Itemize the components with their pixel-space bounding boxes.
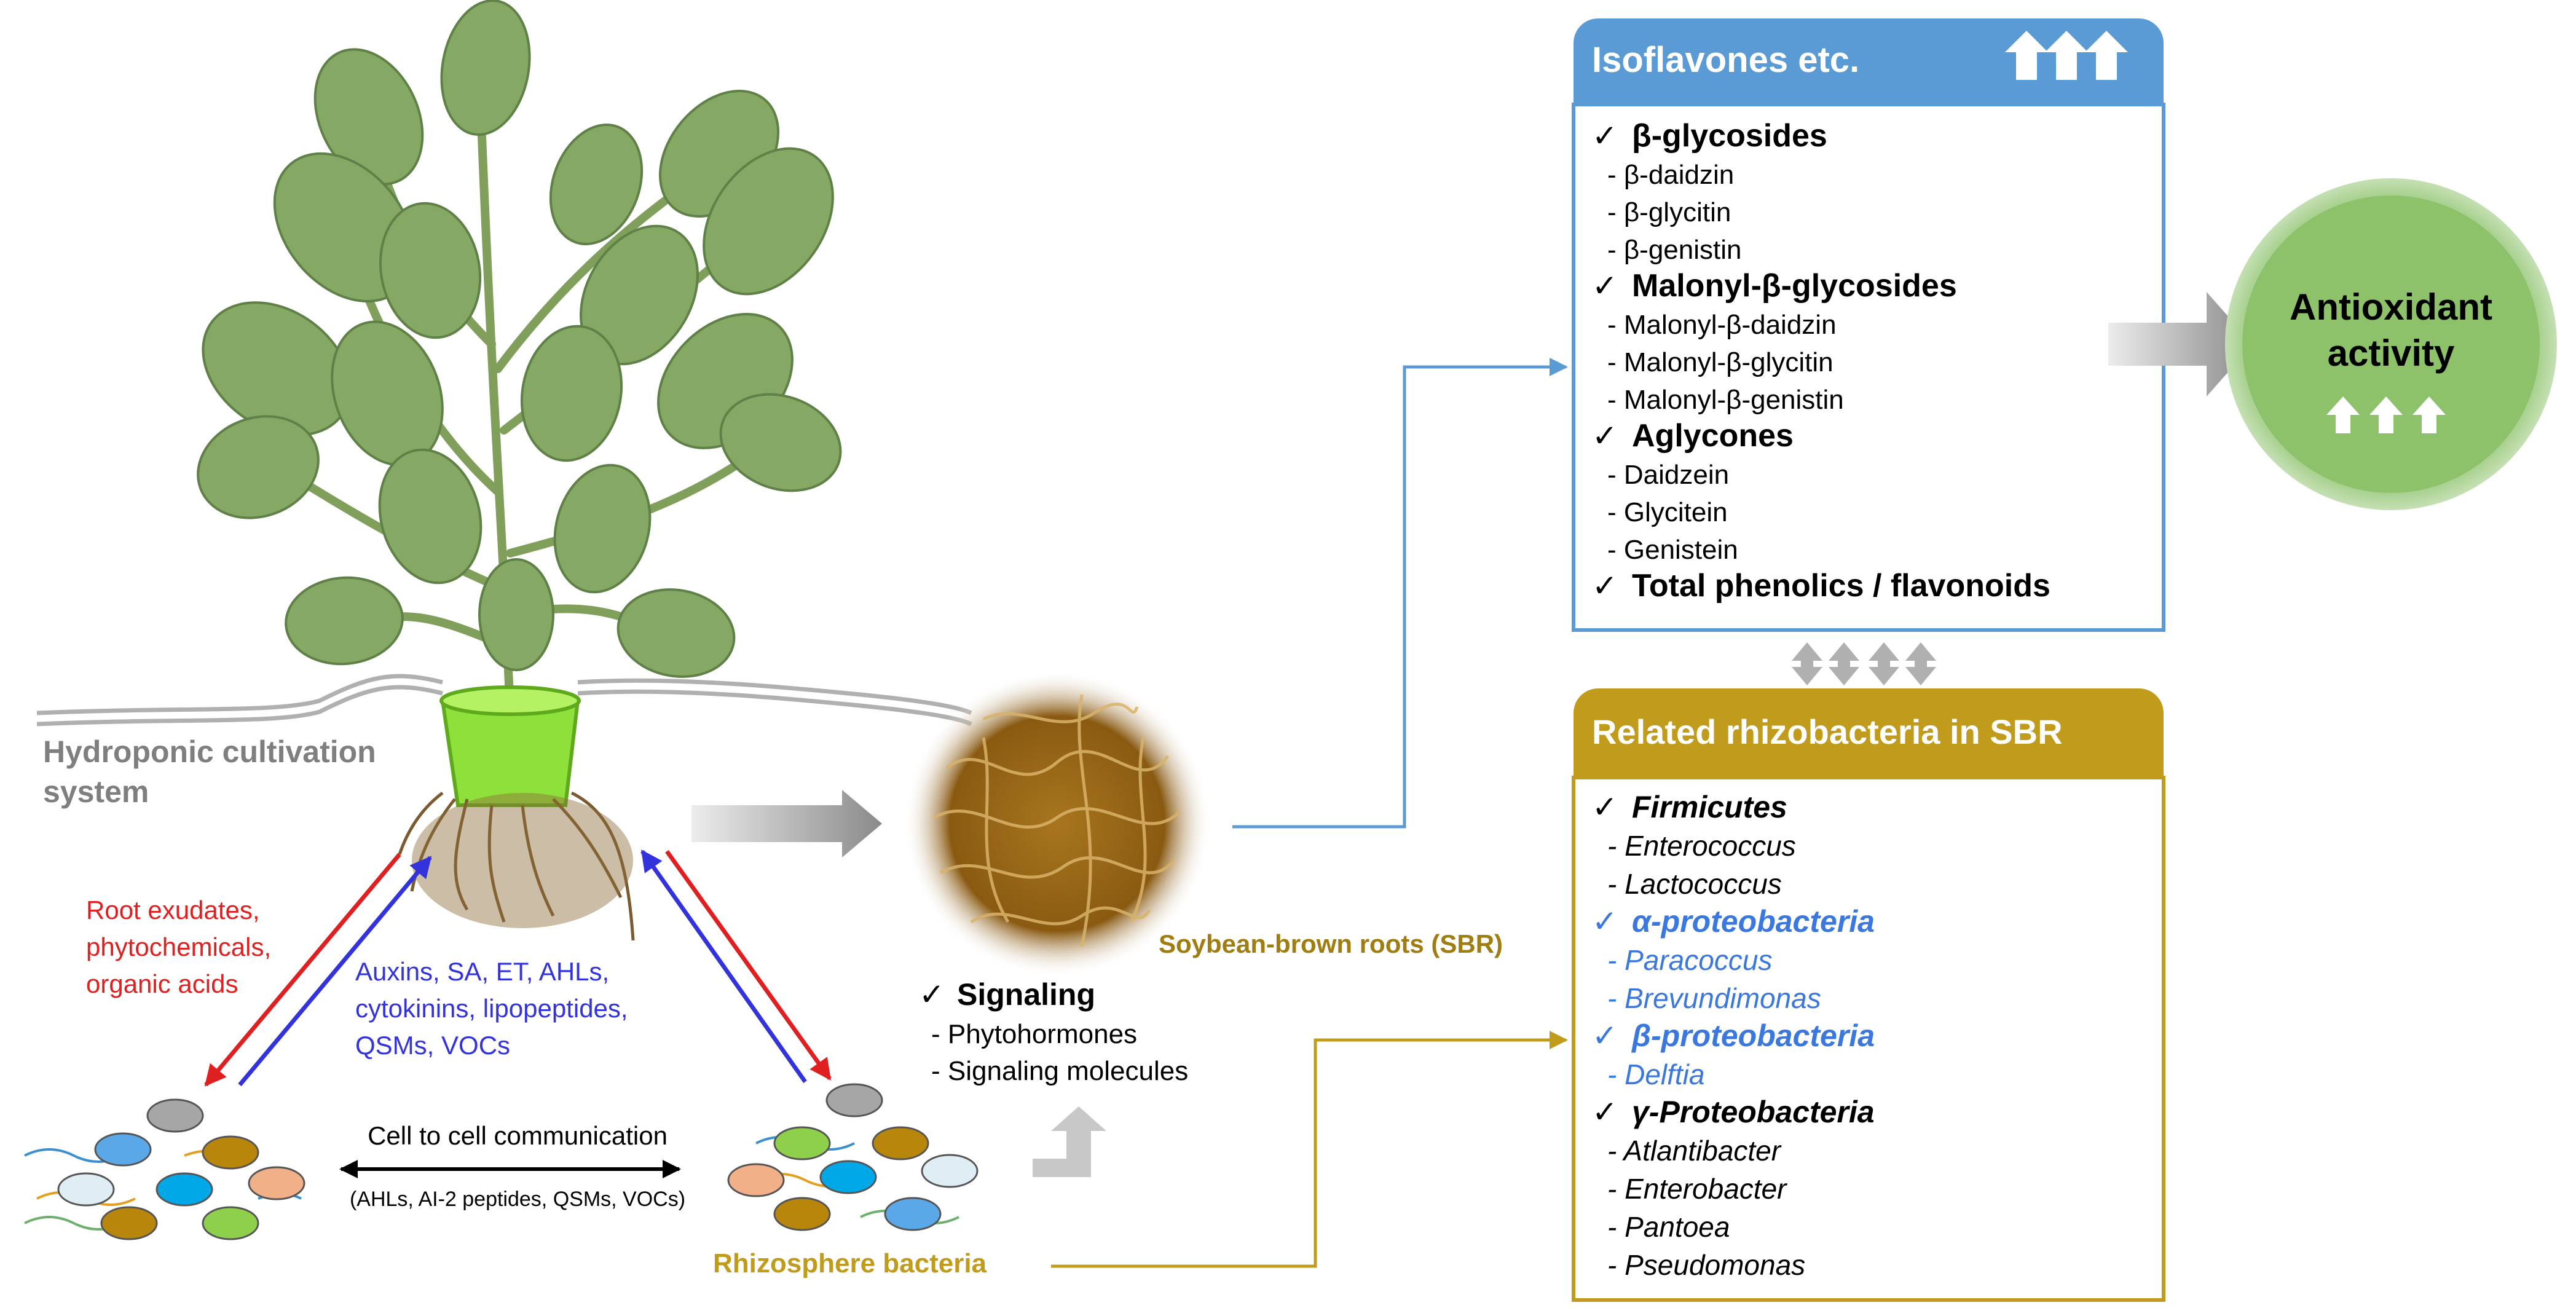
cell-communication-label: Cell to cell communication bbox=[368, 1121, 668, 1150]
isoflavone-item: - Malonyl-β-glycitin bbox=[1607, 347, 1834, 377]
isoflavone-group-title: Aglycones bbox=[1632, 418, 1794, 454]
bacteria-genus-item: - Enterococcus bbox=[1607, 830, 1796, 862]
root-exudates-arrow bbox=[204, 853, 401, 1087]
isoflavones-header: Isoflavones etc. bbox=[1592, 40, 1859, 80]
isoflavone-item: - Genistein bbox=[1607, 535, 1738, 565]
bacteria-to-rhizobacteria-connector bbox=[1051, 1031, 1568, 1268]
soybean-brown-roots-image bbox=[904, 670, 1211, 977]
bacteria-genus-item: - Brevundimonas bbox=[1607, 982, 1821, 1014]
bacteria-to-signaling-arrow bbox=[1033, 1106, 1106, 1177]
bidirectional-arrows-icon bbox=[1792, 642, 1936, 685]
isoflavone-item: - Glycitein bbox=[1607, 497, 1728, 527]
rhizosphere-bacteria-label: Rhizosphere bacteria bbox=[713, 1248, 987, 1279]
bacteria-cluster-left bbox=[24, 1098, 305, 1240]
signaling-item: - Signaling molecules bbox=[931, 1056, 1188, 1086]
bacterial-signals-label: Auxins, SA, ET, AHLs, bbox=[355, 957, 609, 986]
bacteria-genus-item: - Delftia bbox=[1607, 1058, 1704, 1090]
signaling-check: ✓ bbox=[919, 977, 945, 1012]
check-icon: ✓ bbox=[1592, 1095, 1618, 1129]
check-icon: ✓ bbox=[1592, 904, 1618, 939]
bacteria-group-title: γ-Proteobacteria bbox=[1632, 1095, 1875, 1129]
isoflavones-panel: Isoflavones etc. ✓ β-glycosides - β-daidzi… bbox=[1572, 18, 2165, 632]
check-icon: ✓ bbox=[1592, 790, 1618, 824]
bacteria-signals-arrow-right bbox=[640, 849, 807, 1084]
root-exudates-label-line2: phytochemicals, bbox=[86, 932, 271, 961]
bacterial-signals-label-line2: cytokinins, lipopeptides, bbox=[355, 994, 628, 1023]
bacteria-group-title: α-proteobacteria bbox=[1632, 904, 1875, 939]
signaling-title: Signaling bbox=[957, 977, 1095, 1012]
antioxidant-activity-node: Antioxidant activity bbox=[2225, 178, 2557, 510]
check-icon: ✓ bbox=[1592, 419, 1618, 453]
isoflavone-item: - Daidzein bbox=[1607, 460, 1729, 490]
cell-communication-molecules: (AHLs, AI-2 peptides, QSMs, VOCs) bbox=[350, 1188, 685, 1211]
rhizobacteria-panel: Related rhizobacteria in SBR ✓ Firmicutes… bbox=[1572, 688, 2165, 1302]
bacteria-cluster-right bbox=[727, 1083, 979, 1231]
bacteria-group-title: Firmicutes bbox=[1632, 790, 1787, 824]
rhizobacteria-header: Related rhizobacteria in SBR bbox=[1592, 712, 2063, 751]
check-icon: ✓ bbox=[1592, 119, 1618, 153]
bacteria-signals-arrow bbox=[238, 856, 432, 1087]
bacteria-genus-item: - Enterobacter bbox=[1607, 1173, 1787, 1205]
bacteria-genus-item: - Pantoea bbox=[1607, 1211, 1730, 1243]
isoflavone-item: - β-glycitin bbox=[1607, 197, 1731, 227]
root-exudates-arrow-right bbox=[665, 849, 832, 1081]
isoflavone-group-title: Total phenolics / flavonoids bbox=[1632, 568, 2050, 604]
roots-to-isoflavones-connector bbox=[1232, 358, 1568, 829]
isoflavone-item: - β-daidzin bbox=[1607, 160, 1734, 190]
root-exudates-label-line3: organic acids bbox=[86, 969, 238, 998]
check-icon: ✓ bbox=[1592, 1019, 1618, 1053]
soybean-plant-illustration bbox=[197, 0, 842, 941]
up-arrows-icon bbox=[2005, 31, 2128, 80]
signaling-item: - Phytohormones bbox=[931, 1019, 1137, 1049]
bacteria-genus-item: - Pseudomonas bbox=[1607, 1249, 1805, 1281]
antioxidant-label-line2: activity bbox=[2328, 333, 2455, 374]
up-arrows-icon bbox=[2326, 396, 2446, 433]
hydroponic-label-line2: system bbox=[43, 774, 149, 809]
isoflavone-group-title: β-glycosides bbox=[1632, 118, 1827, 154]
isoflavone-item: - Malonyl-β-genistin bbox=[1607, 385, 1844, 415]
isoflavone-item: - β-genistin bbox=[1607, 235, 1742, 265]
plant-to-roots-arrow bbox=[691, 790, 882, 857]
hydroponic-water-line bbox=[36, 674, 972, 727]
isoflavone-group-title: Malonyl-β-glycosides bbox=[1632, 268, 1957, 304]
check-icon: ✓ bbox=[1592, 269, 1618, 303]
bacteria-genus-item: - Lactococcus bbox=[1607, 868, 1782, 900]
root-exudates-label: Root exudates, bbox=[86, 896, 260, 924]
bacteria-genus-item: - Paracoccus bbox=[1607, 944, 1772, 976]
sbr-label: Soybean-brown roots (SBR) bbox=[1159, 929, 1503, 958]
hydroponic-label: Hydroponic cultivation bbox=[43, 735, 376, 769]
bacterial-signals-label-line3: QSMs, VOCs bbox=[355, 1031, 510, 1060]
isoflavone-item: - Malonyl-β-daidzin bbox=[1607, 310, 1837, 340]
bacteria-genus-item: - Atlantibacter bbox=[1607, 1135, 1782, 1167]
antioxidant-label: Antioxidant bbox=[2290, 286, 2492, 328]
check-icon: ✓ bbox=[1592, 569, 1618, 603]
bacteria-group-title: β-proteobacteria bbox=[1631, 1019, 1875, 1053]
isoflavones-to-antioxidant-arrow bbox=[2108, 292, 2253, 396]
